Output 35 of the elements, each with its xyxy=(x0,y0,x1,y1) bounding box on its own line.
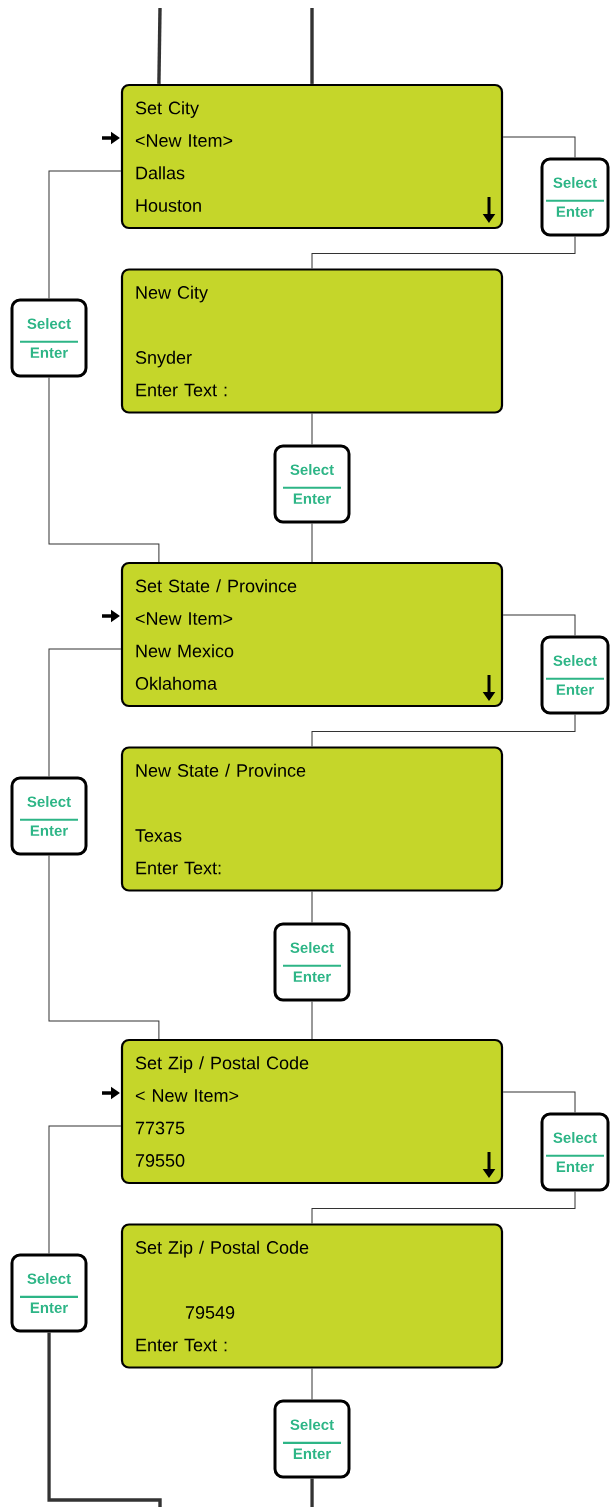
connector-line xyxy=(310,1478,314,1507)
select-enter-button: Select Enter xyxy=(273,444,351,524)
connector-line xyxy=(48,648,122,777)
lcd-screen: Set City <New Item> Dallas Houston xyxy=(120,83,504,230)
select-enter-button: Select Enter xyxy=(10,298,88,378)
select-enter-button: Select Enter xyxy=(273,922,351,1002)
select-enter-button: Select Enter xyxy=(540,635,610,715)
connector-line xyxy=(310,8,314,84)
lcd-screen: Set Zip / Postal Code < New Item> 77375 79550 xyxy=(120,1038,504,1185)
select-enter-button: Select Enter xyxy=(540,1112,610,1192)
lcd-screen: New State / Province Texas Enter Text: xyxy=(120,746,504,892)
lcd-screen: New City Snyder Enter Text : xyxy=(120,268,504,414)
connector-line xyxy=(48,855,160,1040)
connector-line xyxy=(48,170,122,299)
connector-line xyxy=(311,236,576,269)
connector-line xyxy=(502,136,576,158)
select-enter-button: Select Enter xyxy=(273,1399,351,1479)
lcd-screen: Set State / Province <New Item> New Mexico Oklahoma xyxy=(120,561,504,708)
connector-line xyxy=(311,523,313,563)
connector-line xyxy=(502,614,576,636)
connector-line xyxy=(47,1332,162,1507)
connector-line xyxy=(311,1191,576,1224)
connector-line xyxy=(311,1001,313,1040)
lcd-screen: Set Zip / Postal Code 79549 Enter Text : xyxy=(120,1223,504,1369)
connector-line xyxy=(48,377,160,563)
connector-line xyxy=(311,714,576,747)
connector-line xyxy=(48,1125,122,1254)
connector-line xyxy=(157,7,162,84)
connector-line xyxy=(311,1368,313,1400)
select-enter-button: Select Enter xyxy=(10,776,88,856)
connector-line xyxy=(311,891,313,923)
connector-line xyxy=(502,1091,576,1113)
select-enter-button: Select Enter xyxy=(540,157,610,237)
select-enter-button: Select Enter xyxy=(10,1253,88,1333)
connector-line xyxy=(311,413,313,445)
